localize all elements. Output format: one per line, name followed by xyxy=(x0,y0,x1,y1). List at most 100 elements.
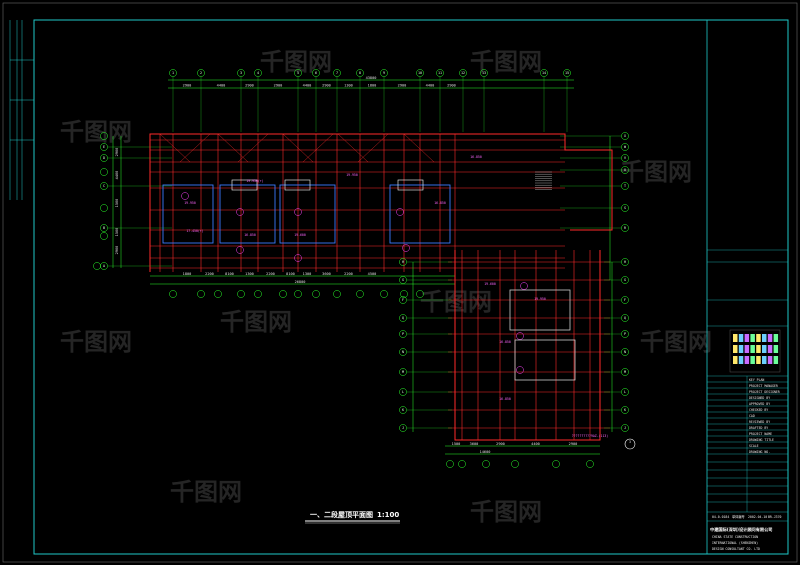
wing-right-axis-bubble-circle xyxy=(621,314,629,322)
wing-bottom-overall-text: 14600 xyxy=(480,450,491,454)
right-axis-bubble-circle xyxy=(621,143,629,151)
key-plan-block xyxy=(733,345,738,353)
drawing-frame xyxy=(33,19,789,555)
room-outline xyxy=(389,184,451,244)
wing-right-axis-bubble-label: H xyxy=(624,260,626,264)
wing-left-axis-bubble-circle xyxy=(399,368,407,376)
wing-left-axis-bubble-circle xyxy=(399,388,407,396)
top-dimension-text: 1300 xyxy=(344,84,353,88)
wing-left-axis-bubble-circle xyxy=(399,314,407,322)
title-block-label: PROJECT DESIGNER xyxy=(749,390,780,394)
roof-slope-line xyxy=(179,133,211,163)
key-plan-block xyxy=(756,334,761,342)
top-axis-bubble-circle xyxy=(169,69,177,77)
left-dimension-text: 2900 xyxy=(115,148,119,157)
left-axis-bubble-label: E xyxy=(103,145,105,149)
wing-left-axis-bubble-circle xyxy=(399,276,407,284)
title-block-label: CHECKED BY xyxy=(749,408,768,412)
key-plan-block xyxy=(767,356,773,364)
wing-bottom-axis-bubble-circle xyxy=(586,460,594,468)
top-axis-bubble-label: 5 xyxy=(297,71,299,75)
wing-left-axis-bubble-label: P xyxy=(402,332,404,336)
roof-edge xyxy=(149,133,613,272)
wing-right-axis-bubble-label: M xyxy=(624,370,626,374)
key-plan-block xyxy=(773,345,779,353)
wing-bottom-dimension-text: 2900 xyxy=(569,442,578,446)
title-block-label: APPROVED BY xyxy=(749,402,770,406)
elevation-text: 19.600 xyxy=(484,282,496,286)
wing-right-axis-bubble-circle xyxy=(621,348,629,356)
wing-bottom-axis-bubble-circle xyxy=(511,460,519,468)
bottom-axis-bubble-circle xyxy=(380,290,388,298)
top-axis-bubble-label: 13 xyxy=(482,71,486,75)
roof-slope-line xyxy=(357,133,389,163)
wing-left-axis-bubble-circle xyxy=(399,406,407,414)
top-axis-bubble-circle xyxy=(436,69,444,77)
wing-right-axis-bubble-label: L xyxy=(624,390,626,394)
company-name-en-2: INTERNATIONAL (SHENZHEN) xyxy=(712,541,758,545)
top-axis-bubble-label: 4 xyxy=(257,71,259,75)
top-axis-bubble-circle xyxy=(563,69,571,77)
bottom-axis-bubble-circle xyxy=(400,290,408,298)
left-axis-bubble-extra-circle xyxy=(100,232,108,240)
roof-slope-line xyxy=(403,133,435,163)
left-axis-bubble-circle xyxy=(100,182,108,190)
roof-slope-line xyxy=(159,133,191,163)
wing-bottom-dimension-text: 1500 xyxy=(452,442,461,446)
top-axis-bubble-label: 2 xyxy=(200,71,202,75)
bottom-axis-bubble-circle xyxy=(254,290,262,298)
elevation-text: 16.850 xyxy=(470,155,482,159)
wing-left-axis-bubble-label: H xyxy=(402,260,404,264)
elevation-text: 16.850 xyxy=(434,201,446,205)
wing-bottom-axis-bubble-circle xyxy=(552,460,560,468)
drain-symbol xyxy=(520,282,528,290)
left-axis-bubble-extra-circle xyxy=(100,168,108,176)
key-plan-block xyxy=(744,345,750,353)
right-axis-bubble-circle xyxy=(621,182,629,190)
drain-symbol xyxy=(402,244,410,252)
bottom-dimension-text: 2200 xyxy=(344,272,353,276)
wing-right-axis-bubble-label: K xyxy=(624,408,627,412)
roof-slope-line xyxy=(302,133,334,163)
bottom-dimension-text: 1300 xyxy=(245,272,254,276)
wing-bottom-dimension-text: 2900 xyxy=(496,442,505,446)
bottom-dimension-text: 8100 xyxy=(225,272,234,276)
top-axis-bubble-circle xyxy=(380,69,388,77)
key-plan-block xyxy=(750,356,755,364)
wing-right-axis-bubble-label: F xyxy=(624,298,626,302)
wing-left-axis-bubble-circle xyxy=(399,296,407,304)
top-axis-bubble-label: 11 xyxy=(438,71,442,75)
key-plan-block xyxy=(762,345,767,353)
key-plan-block xyxy=(738,356,744,364)
top-axis-bubble-circle xyxy=(333,69,341,77)
title-block-label: PROJECT NAME xyxy=(749,432,772,436)
watermark-text-1: 千图网 xyxy=(60,118,132,146)
bottom-axis-bubble-circle xyxy=(169,290,177,298)
company-name-en-1: CHINA STATE CONSTRUCTION xyxy=(712,535,758,539)
bottom-dimension-text: 1300 xyxy=(303,272,312,276)
elevation-text: 16.850 xyxy=(244,233,256,237)
title-block-label: DESIGNED BY xyxy=(749,396,770,400)
top-axis-bubble-label: 3 xyxy=(240,71,242,75)
wing-right-axis-bubble-label: J xyxy=(624,426,626,430)
left-axis-bubble-label: D xyxy=(103,156,105,160)
top-axis-bubble-label: 1 xyxy=(172,71,174,75)
key-plan-block xyxy=(733,356,738,364)
wing-bottom-axis-bubble-circle xyxy=(458,460,466,468)
bottom-dimension-text: 2200 xyxy=(266,272,275,276)
right-axis-bubble-label: X xyxy=(624,134,627,138)
key-plan-block xyxy=(738,345,744,353)
roof-slope-line xyxy=(217,133,249,163)
room-outline xyxy=(219,184,276,244)
top-dimension-text: 2900 xyxy=(274,84,283,88)
key-plan-block xyxy=(762,334,767,342)
right-axis-bubble-label: S xyxy=(624,206,626,210)
title-block-label: DRAFTED BY xyxy=(749,426,768,430)
wing-left-axis-bubble-circle xyxy=(399,424,407,432)
title-block-label: REVIEWED BY xyxy=(749,420,770,424)
top-axis-bubble-circle xyxy=(294,69,302,77)
left-dimension-text: 2900 xyxy=(115,246,119,255)
left-dimension-text: 1500 xyxy=(115,199,119,208)
wing-left-axis-bubble-label: K xyxy=(402,408,405,412)
